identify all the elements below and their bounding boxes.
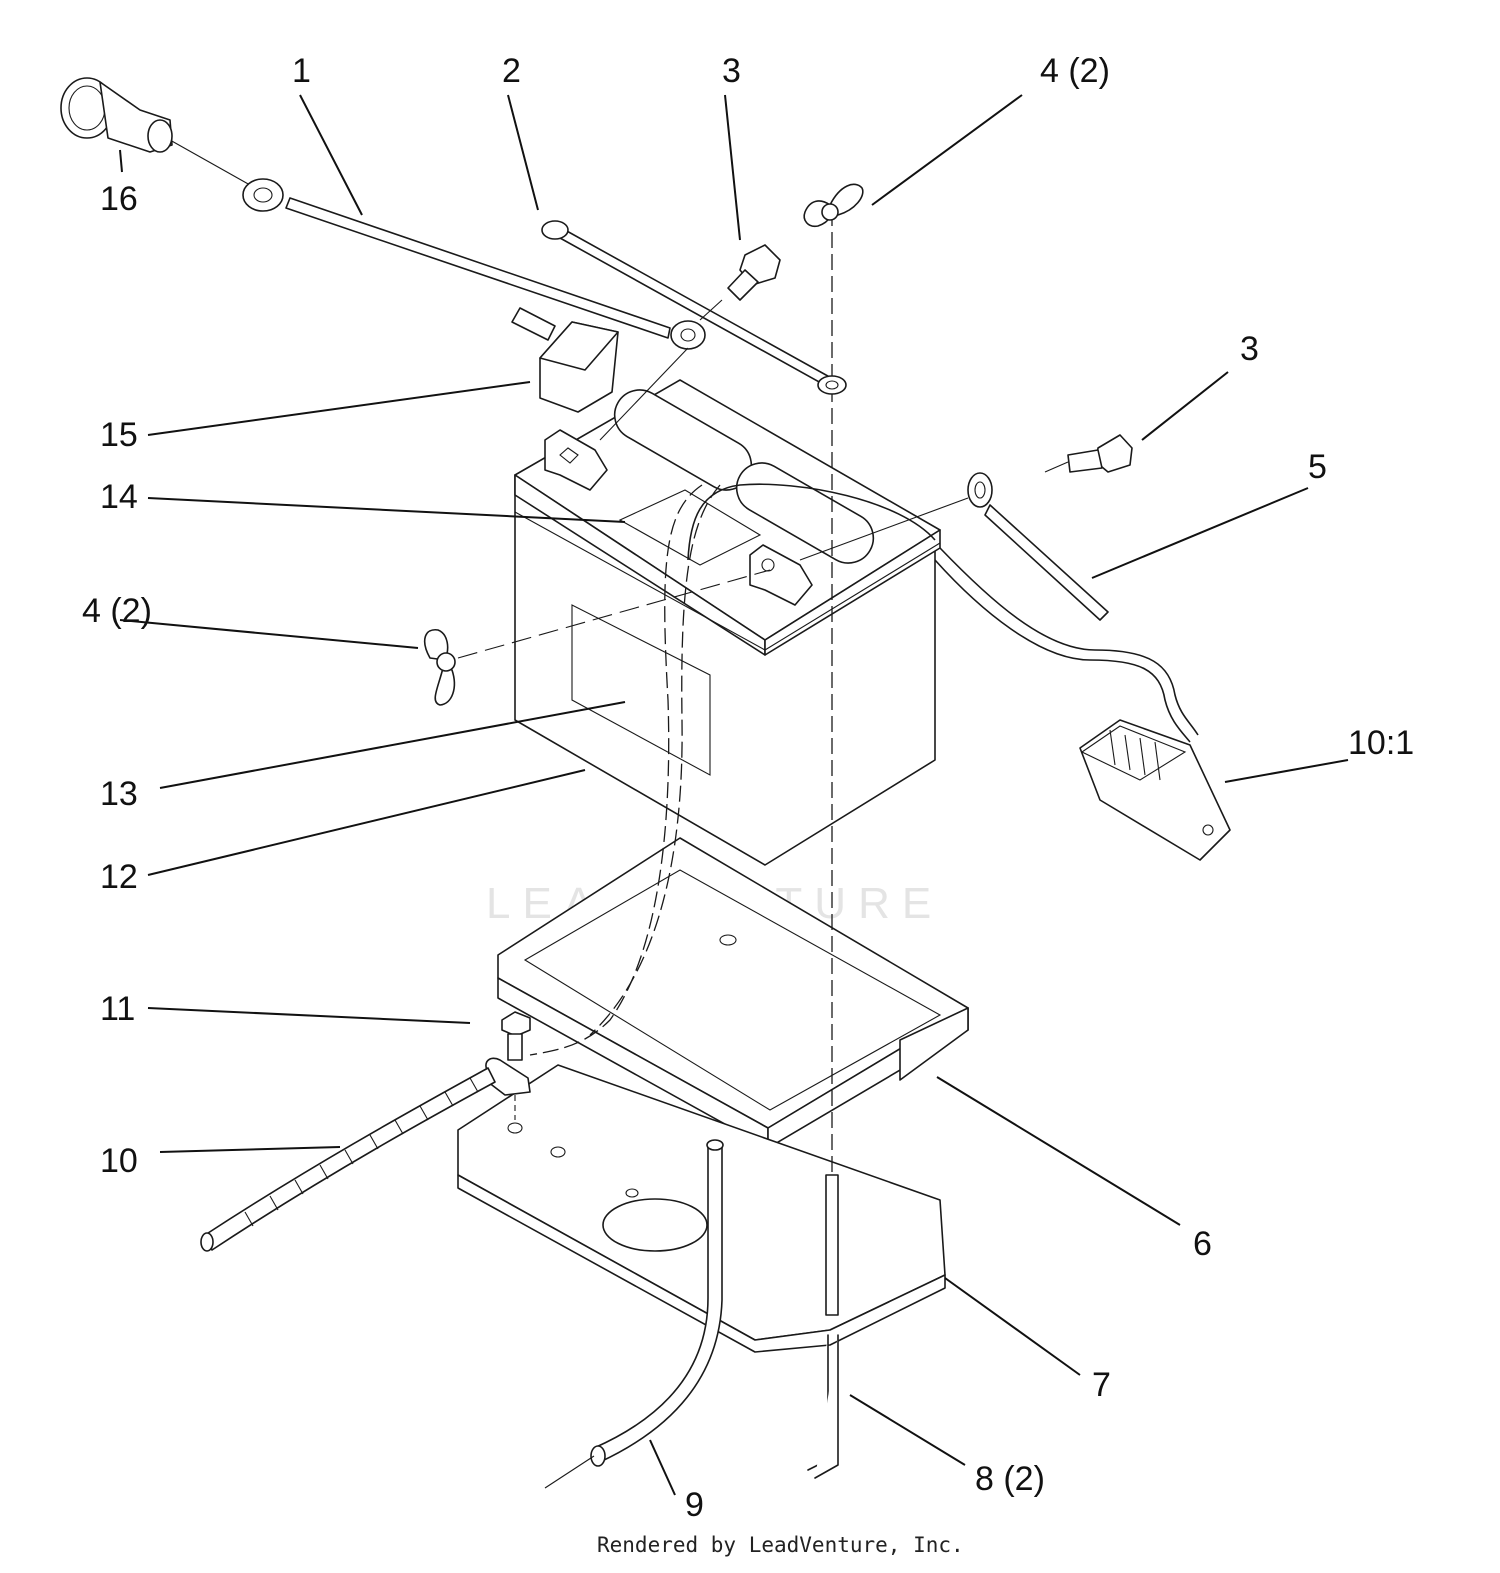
callout-15: 15: [100, 416, 138, 454]
vent-cap-2: [735, 462, 875, 564]
ground-strap: [541, 220, 847, 395]
hold-down-rod: [807, 1174, 839, 1479]
callout-4-upper: 4 (2): [1040, 52, 1110, 90]
battery-tray: [497, 837, 969, 1149]
callout-7: 7: [1092, 1366, 1111, 1404]
callout-10-1: 10:1: [1348, 724, 1414, 762]
callout-12: 12: [100, 858, 138, 896]
cable-lower: [544, 1139, 724, 1489]
callout-13: 13: [100, 775, 138, 813]
battery-support: [457, 1064, 946, 1353]
callout-9: 9: [685, 1486, 704, 1524]
bolt-clamp: [485, 1011, 531, 1120]
terminal-positive: [749, 544, 813, 606]
callout-11: 11: [100, 990, 135, 1028]
fuse-holder: [511, 307, 619, 413]
cable-routing-line: [529, 484, 703, 1056]
callout-3-upper: 3: [722, 52, 741, 90]
callout-8: 8 (2): [975, 1460, 1045, 1498]
wrapped-cable: [200, 1067, 496, 1252]
wing-nut-left: [423, 569, 771, 706]
leader-lines: [119, 94, 1349, 1496]
battery: [514, 379, 941, 866]
cable-negative: [169, 139, 706, 441]
callout-1: 1: [292, 52, 311, 90]
callout-2: 2: [502, 52, 521, 90]
callout-16: 16: [100, 180, 138, 218]
callout-6: 6: [1193, 1225, 1212, 1263]
battery-decal: [571, 604, 711, 776]
bolt-upper: [699, 244, 781, 321]
callout-10: 10: [100, 1142, 138, 1180]
terminal-negative: [544, 429, 608, 491]
bolt-right: [1044, 434, 1133, 473]
fuse-cable: [687, 483, 1231, 861]
wing-nut-upper: [803, 183, 864, 228]
cable-positive: [799, 472, 1109, 621]
render-credit: Rendered by LeadVenture, Inc.: [597, 1533, 964, 1557]
callout-14: 14: [100, 478, 138, 516]
callout-4-left: 4 (2): [82, 592, 152, 630]
callouts: 1 2 3 4 (2) 16 3 15 5 14 4 (2) 10:1 13 1…: [82, 52, 1414, 1524]
callout-3-right: 3: [1240, 330, 1259, 368]
terminal-boot: [60, 77, 173, 153]
callout-5: 5: [1308, 448, 1327, 486]
